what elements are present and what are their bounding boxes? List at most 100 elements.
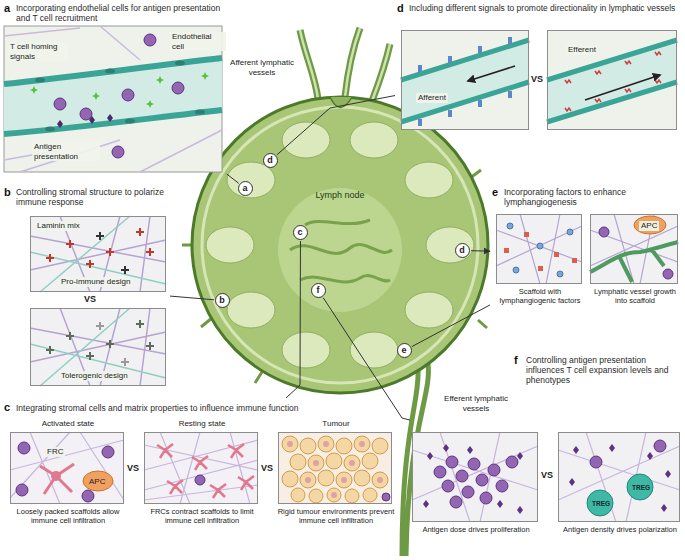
lymphangiogenic-factor [507,223,513,229]
callout-letter: e [398,344,410,356]
versus-label: VS [84,294,100,305]
callout-circle: b [215,293,230,308]
panel-d-illustration [401,30,677,130]
panel-letter: f [514,354,526,367]
t-cell [434,440,666,508]
panel-d-illustration [418,119,422,126]
tumour-cells [309,489,323,503]
tumour-nuclei [331,492,337,498]
panel-c-illustration [102,446,114,458]
cell-label: APC [639,221,659,231]
panel-title: Incorporating factors to enhance lymphan… [504,187,680,207]
caption: Antigen density drives polarization [558,525,682,534]
t-cell [480,492,492,504]
t-cell [590,456,602,468]
tumour-cells [336,438,352,454]
panel-c-illustration [51,471,61,481]
panel-c-illustration [157,444,254,498]
lymph-node-illustration [405,292,453,328]
callout-letter: b [216,294,228,306]
leader-line [471,250,490,251]
scaffold-box: Scaffold with lymphangiogenic factors [496,214,582,284]
panel-d-illustration [448,56,452,63]
panel-title: Incorporating endothelial cells for anti… [16,3,222,23]
panel-title: Integrating stromal cells and matrix pro… [16,403,396,413]
leader-line [323,298,410,420]
state-heading: Resting state [152,419,252,429]
panel-c-illustration [10,432,392,504]
tumour-nuclei [287,441,383,498]
versus-label: VS [127,463,143,474]
panel-b-illustration [30,216,166,386]
callout-circle: d [263,153,278,168]
lymphangiogenic-factor [572,258,577,263]
lymphangiogenic-factor [504,248,509,253]
callout-letter: c [294,226,306,238]
panel-e-illustration [590,242,678,282]
lymph-node-illustration [282,332,330,368]
panel-f-illustration [412,432,538,522]
lymphatic-growth-box: APCLymphatic vessel growth into scaffold [590,214,678,284]
tolerogenic-box: Tolerogenic design [30,308,166,386]
panel-b-illustration [30,216,166,386]
panel-c-illustration [144,432,258,504]
panel-letter: a [4,2,16,15]
vessel-label: Afferent lymphatic vessels [226,58,298,77]
tumour-cells [318,436,334,452]
antigen-marker [423,444,523,514]
t-cell [446,456,458,468]
tumour-cells [300,438,316,454]
callout-circle: a [238,181,253,196]
lymph-node-illustration [350,122,398,158]
efferent-box: Efferent [547,30,677,130]
panel-a-illustration [35,78,45,83]
tumour-cells [318,470,334,486]
callout-letter: d [456,244,468,256]
leader-line [412,305,490,347]
tumour-nuclei [305,477,311,483]
callout-circle: e [397,343,412,358]
panel-a-illustration [195,110,205,115]
panel-d: dIncluding different signals to promote … [395,2,683,134]
tumour-cells [327,488,341,502]
design-label: Tolerogenic design [59,371,130,381]
versus-label: VS [541,470,557,481]
panel-c-illustration [195,475,205,485]
panel-c-illustration [18,442,30,454]
panel-d-illustration [448,110,452,117]
tumour-cells [362,453,378,469]
tumour-nuclei [359,441,365,447]
caption: Lymphatic vessel growth into scaffold [589,287,681,305]
t-cell [468,458,480,470]
t-cell [434,466,446,478]
tumour-nuclei [349,460,355,466]
panel-c-illustration [16,484,28,496]
tumour-cells [326,453,342,469]
panel-title: Controlling antigen presentation influen… [526,355,680,386]
caption: Loosely packed scaffolds allow immune ce… [9,507,127,525]
t-cell [506,456,518,468]
pro-immune-box: Laminin mixPro-immune design [30,216,166,292]
panel-e-illustration [496,214,678,284]
vessel-label: Efferent [566,45,598,55]
panel-a: aIncorporating endothelial cells for ant… [2,2,228,174]
tumour-cells [344,455,360,471]
lymph-node-illustration [278,188,402,312]
panel-c: cIntegrating stromal cells and matrix pr… [2,398,398,558]
panel-d-illustration [401,40,677,122]
panel-a-illustration [172,82,184,94]
tumour-cells [336,472,352,488]
lymph-node-illustration [405,162,453,198]
tumour-cells [363,488,377,502]
t-cell [456,470,468,482]
lymph-node-illustration [300,28,390,101]
panel-d-illustration [401,40,677,122]
cell-label: FRC [45,447,65,457]
tumour-cells [300,472,316,488]
panel-a-illustration [54,98,66,110]
panel-b-illustration [96,322,129,366]
tumour-cells [282,436,298,452]
callout-circle: d [455,243,470,258]
vessel-label: Efferent lymphatic vessels [440,394,512,413]
